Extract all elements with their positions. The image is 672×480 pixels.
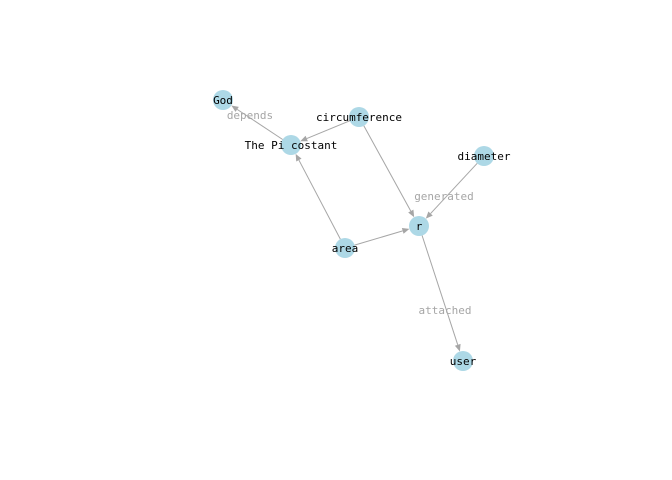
node-circle[interactable] [409, 216, 429, 236]
edge-line [363, 125, 412, 212]
node-label: user [450, 355, 477, 368]
node-area[interactable]: area [332, 238, 359, 258]
edge-label-attached: attached [419, 304, 472, 317]
node-diameter[interactable]: diameter [458, 146, 511, 166]
edge-circumference-pi [300, 120, 350, 142]
edge-r-user [421, 235, 461, 352]
node-circle[interactable] [281, 135, 301, 155]
edge-circumference-r [363, 125, 415, 218]
node-pi[interactable]: The Pi costant [245, 135, 338, 155]
node-god[interactable]: God [213, 90, 233, 110]
edge-label-depends: depends [227, 109, 273, 122]
node-label: r [416, 220, 423, 233]
node-label: God [213, 94, 233, 107]
node-label: circumference [316, 111, 402, 124]
edge-arrowhead [425, 211, 433, 219]
node-label: diameter [458, 150, 511, 163]
edge-pi-god [231, 105, 283, 140]
node-circle[interactable] [474, 146, 494, 166]
node-user[interactable]: user [450, 351, 477, 371]
node-label: area [332, 242, 359, 255]
edge-line [236, 108, 283, 140]
node-circle[interactable] [335, 238, 355, 258]
edge-line [298, 159, 341, 240]
edges-layer: depends generated attached [227, 105, 478, 352]
edge-arrowhead [454, 343, 461, 352]
node-r[interactable]: r [409, 216, 429, 236]
edge-area-r [354, 227, 410, 246]
node-label: The Pi costant [245, 139, 338, 152]
edge-diameter-r [425, 162, 478, 219]
edge-line [421, 235, 459, 345]
node-circumference[interactable]: circumference [316, 107, 402, 127]
edge-line [306, 120, 350, 139]
edge-arrowhead [408, 209, 415, 218]
node-circle[interactable] [349, 107, 369, 127]
edge-label-generated: generated [414, 190, 474, 203]
edge-line [430, 162, 478, 214]
edge-line [354, 230, 403, 246]
edge-area-pi [295, 153, 341, 240]
edge-arrowhead [231, 105, 239, 112]
node-circle[interactable] [453, 351, 473, 371]
edge-arrowhead [295, 153, 302, 162]
edge-arrowhead [300, 135, 308, 142]
node-circle[interactable] [213, 90, 233, 110]
edge-arrowhead [401, 227, 410, 234]
